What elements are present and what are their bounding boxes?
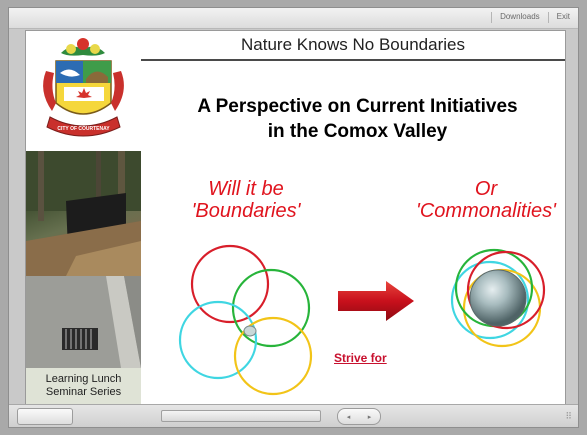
city-crest: CITY OF COURTENAY bbox=[26, 31, 141, 151]
presentation-player: Downloads Exit bbox=[8, 7, 579, 428]
commonalities-line-2: 'Commonalities' bbox=[416, 200, 556, 222]
crest-motto: CITY OF COURTENAY bbox=[57, 126, 110, 132]
resize-grip-icon[interactable]: ⠿ bbox=[565, 411, 572, 421]
photo-storm-drain bbox=[26, 276, 141, 368]
silt-fence-image bbox=[26, 151, 141, 276]
commonalities-circles-diagram bbox=[450, 248, 546, 348]
heading-line-2: in the Comox Valley bbox=[267, 121, 448, 142]
player-topbar: Downloads Exit bbox=[9, 8, 578, 29]
separator bbox=[547, 12, 549, 23]
circle-cyan bbox=[450, 260, 530, 340]
boundaries-question: Will it be 'Boundaries' bbox=[176, 178, 316, 222]
series-line-1: Learning Lunch bbox=[45, 373, 122, 385]
separator bbox=[491, 12, 493, 23]
downloads-link[interactable]: Downloads bbox=[500, 12, 540, 21]
sidebar-toggle-button[interactable] bbox=[17, 408, 73, 425]
boundaries-circles-diagram bbox=[178, 244, 313, 396]
circle-yellow bbox=[233, 316, 313, 396]
photo-silt-fence bbox=[26, 151, 141, 276]
circle-green bbox=[231, 268, 311, 348]
overlap-point bbox=[243, 325, 257, 337]
topbar-links: Downloads Exit bbox=[491, 12, 570, 23]
storm-drain-image bbox=[26, 276, 141, 368]
slide-nav-control: ◂ ▸ bbox=[337, 408, 381, 425]
red-arrow-icon bbox=[338, 281, 414, 321]
circle-red bbox=[466, 250, 546, 330]
circle-cyan bbox=[178, 300, 258, 380]
heading-line-1: A Perspective on Current Initiatives bbox=[197, 96, 518, 117]
slide-title-bar: Nature Knows No Boundaries bbox=[141, 31, 565, 61]
crest-icon bbox=[43, 38, 124, 137]
slide-left-column: CITY OF COURTENAY bbox=[26, 31, 141, 405]
series-line-2: Seminar Series bbox=[45, 386, 122, 398]
commonalities-line-1: Or bbox=[474, 178, 498, 200]
common-sphere bbox=[469, 269, 527, 327]
boundaries-line-2: 'Boundaries' bbox=[191, 200, 301, 222]
slide-title: Nature Knows No Boundaries bbox=[241, 35, 465, 54]
progress-bar[interactable] bbox=[161, 410, 321, 422]
slide-canvas: CITY OF COURTENAY bbox=[25, 30, 566, 406]
boundaries-line-1: Will it be bbox=[208, 178, 284, 200]
commonalities-question: Or 'Commonalities' bbox=[411, 178, 561, 222]
next-slide-icon[interactable]: ▸ bbox=[367, 413, 372, 421]
strive-for-label: Strive for bbox=[334, 351, 387, 365]
player-controls: ◂ ▸ ⠿ bbox=[9, 404, 578, 427]
seminar-series-label: Learning Lunch Seminar Series bbox=[26, 368, 141, 405]
circle-red bbox=[190, 244, 270, 324]
slide-heading: A Perspective on Current Initiatives in … bbox=[150, 94, 565, 144]
exit-link[interactable]: Exit bbox=[556, 12, 570, 21]
previous-slide-icon[interactable]: ◂ bbox=[346, 413, 351, 421]
